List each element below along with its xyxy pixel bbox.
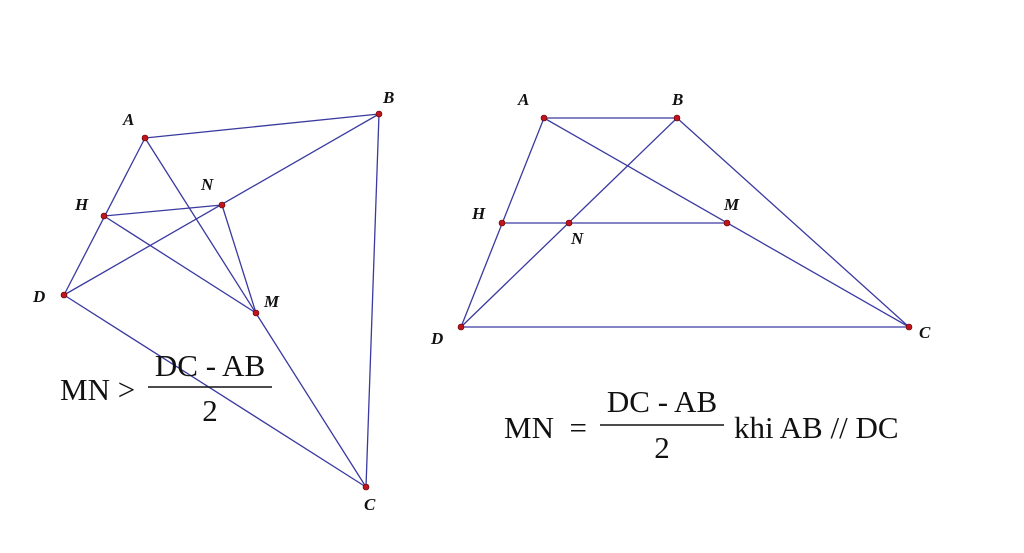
- label-H: H: [74, 195, 89, 214]
- label-B: B: [671, 90, 683, 109]
- label-N: N: [200, 175, 214, 194]
- point-H: [100, 212, 108, 220]
- point-N: [218, 201, 226, 209]
- label-M: M: [263, 292, 280, 311]
- label-C: C: [919, 323, 931, 342]
- formula-equality: MN = DC - AB 2 khi AB // DC: [504, 384, 899, 465]
- formula-condition: khi AB // DC: [734, 410, 899, 445]
- point-H: [498, 219, 506, 227]
- edge-CD: [63, 294, 367, 488]
- formula-inequality: MN > DC - AB 2: [60, 348, 272, 428]
- label-A: A: [517, 90, 529, 109]
- label-D: D: [32, 287, 45, 306]
- edge-AB: [144, 113, 380, 139]
- formula-lhs: MN =: [504, 410, 587, 445]
- point-B: [673, 114, 681, 122]
- point-B: [375, 110, 383, 118]
- formula-denominator: 2: [654, 430, 670, 465]
- label-N: N: [570, 229, 584, 248]
- point-N: [565, 219, 573, 227]
- segment-HM: [103, 215, 257, 314]
- figure-general-quadrilateral: A B C D H N M MN > DC - AB 2: [32, 88, 394, 514]
- formula-numerator: DC - AB: [155, 348, 265, 383]
- point-A: [540, 114, 548, 122]
- point-A: [141, 134, 149, 142]
- segment-NM: [221, 204, 257, 314]
- label-B: B: [382, 88, 394, 107]
- point-D: [60, 291, 68, 299]
- figure-trapezoid: A B C D H N M MN = DC - AB 2 khi AB // D…: [430, 90, 931, 465]
- point-C: [362, 483, 370, 491]
- label-H: H: [471, 204, 486, 223]
- label-A: A: [122, 110, 134, 129]
- point-C: [905, 323, 913, 331]
- label-D: D: [430, 329, 443, 348]
- point-M: [723, 219, 731, 227]
- label-C: C: [364, 495, 376, 514]
- edge-BC: [365, 113, 380, 488]
- segment-HN: [103, 204, 223, 217]
- point-D: [457, 323, 465, 331]
- formula-denominator: 2: [202, 393, 218, 428]
- formula-numerator: DC - AB: [607, 384, 717, 419]
- formula-lhs: MN >: [60, 372, 135, 407]
- point-M: [252, 309, 260, 317]
- edge-BC: [676, 117, 910, 328]
- label-M: M: [723, 195, 740, 214]
